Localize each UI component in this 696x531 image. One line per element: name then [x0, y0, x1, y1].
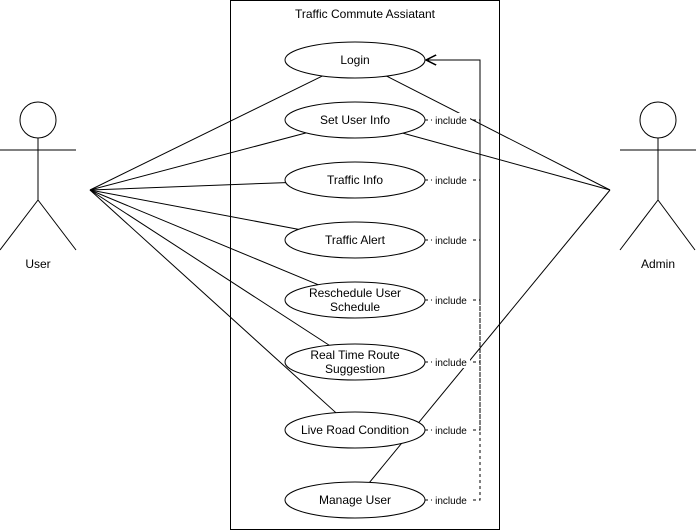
include-label-bg: [432, 173, 470, 186]
use-case-ellipse: [284, 101, 426, 139]
user-right-leg: [37, 199, 77, 251]
association-user-traffic-alert: [89, 189, 299, 230]
user-head: [19, 101, 57, 139]
use-case-label: Traffic Alert: [325, 233, 386, 247]
use-case-live-road-condition[interactable]: Live Road Condition: [284, 411, 426, 449]
use-case-ellipse: [284, 41, 426, 79]
user-left-leg: [0, 199, 39, 251]
use-case-label: Set User Info: [320, 113, 390, 127]
include-relations: include include include include include inclu…: [425, 60, 481, 507]
use-case-ellipse: [284, 343, 426, 381]
include-label: include: [435, 116, 467, 127]
include-label-bg: [432, 233, 470, 246]
use-case-label: Real Time Route: [310, 348, 400, 362]
admin-head: [639, 101, 677, 139]
user-label: User: [25, 257, 50, 271]
use-case-label: Login: [340, 53, 369, 67]
use-case-ellipse: [284, 481, 426, 519]
use-case-ellipse: [284, 411, 426, 449]
use-case-traffic-alert[interactable]: Traffic Alert: [284, 221, 426, 259]
include-manage-user-to-login: [425, 60, 481, 501]
include-label-bg: [432, 423, 470, 436]
admin-right-leg: [657, 199, 696, 251]
include-label: include: [435, 496, 467, 507]
use-case-traffic-info[interactable]: Traffic Info: [284, 161, 426, 199]
include-label: include: [435, 176, 467, 187]
use-case-label: Traffic Info: [327, 173, 383, 187]
association-user-traffic-info: [89, 182, 286, 191]
use-case-label: Suggestion: [325, 362, 385, 376]
include-label-bg: [432, 293, 470, 306]
use-case-label: Reschedule User: [309, 286, 401, 300]
use-case-label: Live Road Condition: [301, 423, 409, 437]
include-label: include: [435, 426, 467, 437]
use-case-label: Schedule: [330, 300, 380, 314]
system-title: Traffic Commute Assiatant: [295, 7, 436, 21]
association-admin-login: [386, 75, 611, 191]
use-case-manage-user[interactable]: Manage User: [284, 481, 426, 519]
include-label-bg: [432, 113, 470, 126]
association-user-set-user-info: [89, 132, 307, 191]
actor-admin[interactable]: Admin: [619, 101, 696, 271]
use-case-ellipse: [284, 161, 426, 199]
association-lines: [89, 75, 611, 483]
admin-label: Admin: [641, 257, 675, 271]
use-case-login[interactable]: Login: [284, 41, 426, 79]
association-user-real-time-route-suggestion: [89, 189, 330, 346]
admin-left-leg: [619, 199, 659, 251]
association-user-live-road-condition: [89, 189, 337, 414]
association-user-reschedule-user-schedule: [89, 189, 319, 286]
association-user-login: [89, 75, 323, 191]
include-label-bg: [432, 493, 470, 506]
use-case-ellipse: [284, 281, 426, 319]
include-label: include: [435, 296, 467, 307]
association-admin-set-user-info: [402, 132, 611, 191]
use-case-ellipse: [284, 221, 426, 259]
include-label: include: [435, 358, 467, 369]
use-case-label: Manage User: [319, 493, 391, 507]
actor-user[interactable]: User: [0, 101, 77, 271]
include-label-bg: [432, 355, 470, 368]
include-label: include: [435, 236, 467, 247]
use-case-set-user-info[interactable]: Set User Info: [284, 101, 426, 139]
